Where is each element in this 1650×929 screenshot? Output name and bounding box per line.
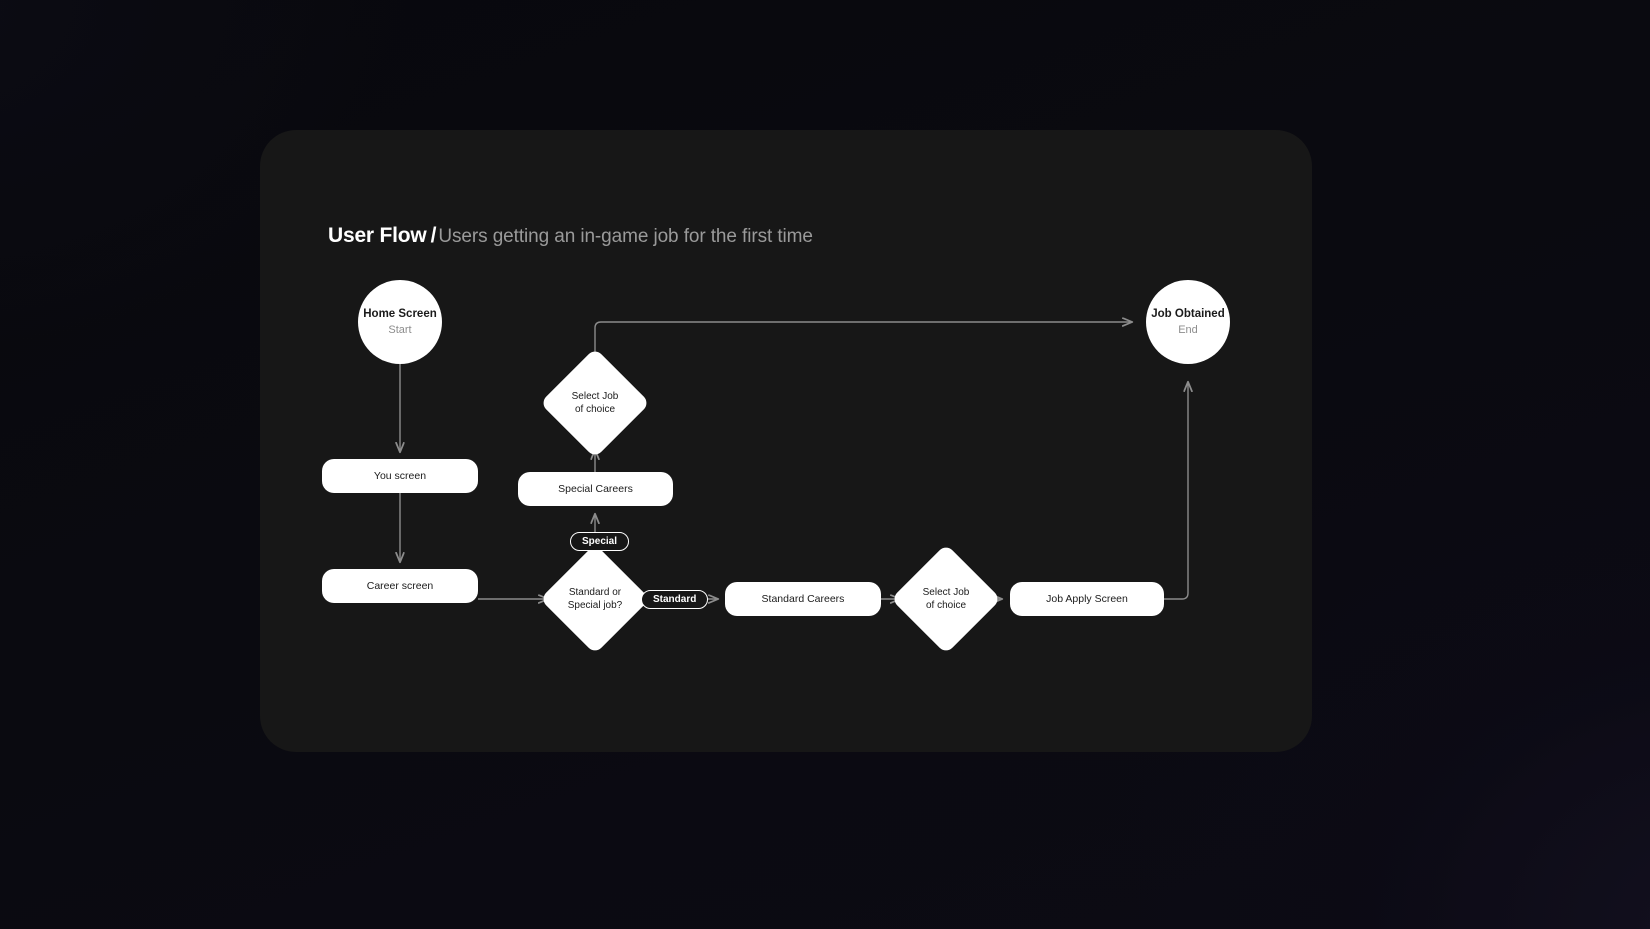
node-select-job-bottom-line1: Select Job: [922, 587, 970, 598]
edge-label-special[interactable]: Special: [570, 532, 630, 551]
node-special-careers[interactable]: Special Careers: [518, 472, 673, 506]
node-select-job-top[interactable]: Select Job of choice: [539, 347, 651, 459]
node-select-job-bottom-line2: of choice: [925, 600, 967, 611]
node-select-job-top-line2: of choice: [574, 404, 616, 415]
node-decision-job-type[interactable]: Standard or Special job?: [539, 543, 651, 655]
title-subtitle: Users getting an in-game job for the fir…: [438, 226, 813, 247]
node-job-obtained-subtitle: End: [1178, 323, 1198, 336]
node-job-obtained[interactable]: Job Obtained End: [1146, 280, 1230, 364]
node-standard-careers[interactable]: Standard Careers: [725, 582, 881, 616]
node-you-screen[interactable]: You screen: [322, 459, 478, 493]
node-select-job-top-line1: Select Job: [571, 391, 619, 402]
node-home-screen[interactable]: Home Screen Start: [358, 280, 442, 364]
node-home-screen-subtitle: Start: [388, 323, 412, 336]
node-job-obtained-title: Job Obtained: [1151, 308, 1225, 321]
node-decision-job-type-line2: Special job?: [567, 600, 623, 611]
page-title: User Flow/Users getting an in-game job f…: [328, 225, 813, 246]
node-standard-careers-title: Standard Careers: [761, 592, 845, 605]
node-job-apply-screen-title: Job Apply Screen: [1046, 592, 1128, 605]
edge-apply-to-job-obtained: [1164, 382, 1188, 600]
node-job-apply-screen[interactable]: Job Apply Screen: [1010, 582, 1164, 616]
diagram-card: User Flow/Users getting an in-game job f…: [260, 130, 1312, 752]
edge-label-standard-text: Standard: [653, 593, 697, 605]
node-select-job-bottom[interactable]: Select Job of choice: [890, 543, 1002, 655]
node-home-screen-title: Home Screen: [363, 308, 437, 321]
node-you-screen-title: You screen: [373, 469, 427, 482]
title-main: User Flow: [328, 224, 427, 247]
node-decision-job-type-line1: Standard or: [568, 587, 622, 598]
node-special-careers-title: Special Careers: [558, 482, 633, 495]
node-career-screen-title: Career screen: [366, 579, 434, 592]
edge-label-standard[interactable]: Standard: [641, 590, 709, 609]
edge-select-top-to-job-obtained: [594, 322, 1132, 364]
edge-label-special-text: Special: [582, 535, 618, 547]
node-career-screen[interactable]: Career screen: [322, 569, 478, 603]
title-separator: /: [430, 224, 437, 247]
